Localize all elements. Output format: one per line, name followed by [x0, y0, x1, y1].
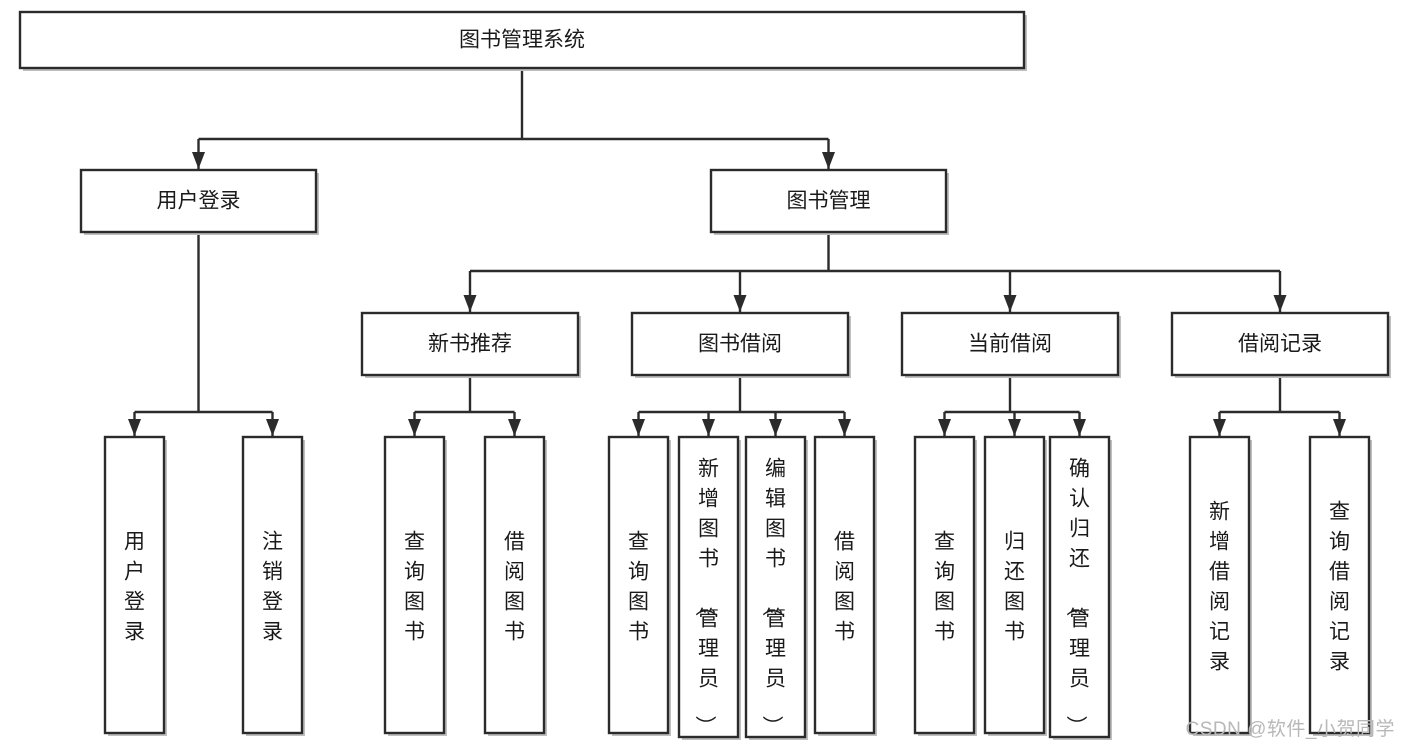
arrow-head: [702, 419, 715, 436]
node-leaf-归还图书-9[interactable]: 归还图书: [983, 435, 1047, 736]
node-rect: [913, 435, 976, 735]
arrow-head: [508, 419, 521, 436]
node-leaf-新增借阅记录-11[interactable]: 新增借阅记录: [1188, 435, 1252, 736]
node-label: 新书推荐: [428, 333, 512, 356]
node-rect: [607, 435, 670, 735]
node-leaf-查询借阅记录-12[interactable]: 查询借阅记录: [1308, 435, 1372, 736]
node-leaf-查询图书-2[interactable]: 查询图书: [383, 435, 447, 736]
arrow-head: [769, 419, 782, 436]
node-rect: [630, 311, 850, 377]
node-rect: [1188, 435, 1251, 735]
node-layer: 图书管理系统用户登录图书管理新书推荐图书借阅当前借阅借阅记录用户登录注销登录查询…: [18, 10, 1391, 740]
arrow-head: [266, 419, 279, 436]
arrow-head: [1003, 295, 1017, 312]
node-root-图书管理系统-0[interactable]: 图书管理系统: [18, 10, 1027, 71]
node-label: 当前借阅: [968, 333, 1052, 356]
node-leaf-查询图书-8[interactable]: 查询图书: [913, 435, 977, 736]
node-label: 图书借阅: [698, 333, 782, 356]
watermark-label: CSDN @软件_小贺同学: [1185, 719, 1395, 740]
node-level2-新书推荐-0[interactable]: 新书推荐: [360, 311, 581, 378]
node-rect: [360, 311, 580, 377]
node-label: 编辑图书（管理员）: [760, 457, 786, 736]
node-leaf-查询图书-4[interactable]: 查询图书: [607, 435, 671, 736]
node-label: 新增借阅记录: [1209, 500, 1230, 673]
arrow-head: [733, 295, 747, 312]
node-rect: [18, 10, 1026, 70]
node-leaf-编辑图书管理员-6[interactable]: 编辑图书（管理员）: [744, 435, 808, 740]
node-rect: [709, 168, 948, 234]
node-rect: [483, 435, 546, 735]
arrow-head: [463, 295, 477, 312]
node-label: 图书管理系统: [459, 29, 585, 52]
node-level2-借阅记录-3[interactable]: 借阅记录: [1170, 311, 1391, 378]
node-rect: [1170, 311, 1390, 377]
node-rect: [983, 435, 1046, 735]
node-label: 用户登录: [124, 530, 145, 643]
connector-layer: [128, 68, 1346, 436]
node-level1-用户登录-0[interactable]: 用户登录: [79, 168, 319, 235]
arrow-head: [632, 419, 645, 436]
node-level1-图书管理-1[interactable]: 图书管理: [709, 168, 949, 235]
node-label: 查询借阅记录: [1329, 500, 1350, 673]
node-label: 确认归还（管理员）: [1064, 457, 1090, 736]
node-level2-当前借阅-2[interactable]: 当前借阅: [900, 311, 1121, 378]
arrow-head: [1008, 419, 1021, 436]
node-label: 图书管理: [787, 190, 871, 213]
node-label: 查询图书: [934, 530, 955, 643]
arrow-head: [192, 152, 205, 169]
node-leaf-借阅图书-7[interactable]: 借阅图书: [813, 435, 877, 736]
node-leaf-借阅图书-3[interactable]: 借阅图书: [483, 435, 547, 736]
node-leaf-注销登录-1[interactable]: 注销登录: [241, 435, 305, 736]
arrow-head: [938, 419, 951, 436]
node-rect: [677, 435, 740, 739]
arrow-head: [1213, 419, 1226, 436]
node-leaf-新增图书管理员-5[interactable]: 新增图书（管理员）: [677, 435, 741, 740]
arrow-head: [1073, 419, 1086, 436]
node-level2-图书借阅-1[interactable]: 图书借阅: [630, 311, 851, 378]
node-rect: [103, 435, 166, 735]
node-label: 查询图书: [628, 530, 649, 643]
arrow-head: [1333, 419, 1346, 436]
arrow-head: [1273, 295, 1287, 312]
arrow-head: [822, 152, 835, 169]
node-rect: [79, 168, 318, 234]
node-leaf-用户登录-0[interactable]: 用户登录: [103, 435, 167, 736]
arrow-head: [838, 419, 851, 436]
node-label: 借阅图书: [504, 530, 525, 643]
node-rect: [1308, 435, 1371, 735]
node-rect: [813, 435, 876, 735]
arrow-head: [408, 419, 421, 436]
node-label: 借阅图书: [834, 530, 855, 643]
node-leaf-确认归还管理员-10[interactable]: 确认归还（管理员）: [1048, 435, 1112, 740]
node-label: 用户登录: [157, 190, 241, 213]
arrow-head: [128, 419, 141, 436]
node-label: 借阅记录: [1238, 333, 1322, 356]
node-rect: [744, 435, 807, 739]
node-label: 新增图书（管理员）: [693, 457, 719, 736]
node-rect: [900, 311, 1120, 377]
node-label: 归还图书: [1004, 530, 1025, 643]
node-rect: [241, 435, 304, 735]
node-label: 注销登录: [262, 530, 283, 643]
node-rect: [1048, 435, 1111, 739]
node-label: 查询图书: [404, 530, 425, 643]
node-rect: [383, 435, 446, 735]
